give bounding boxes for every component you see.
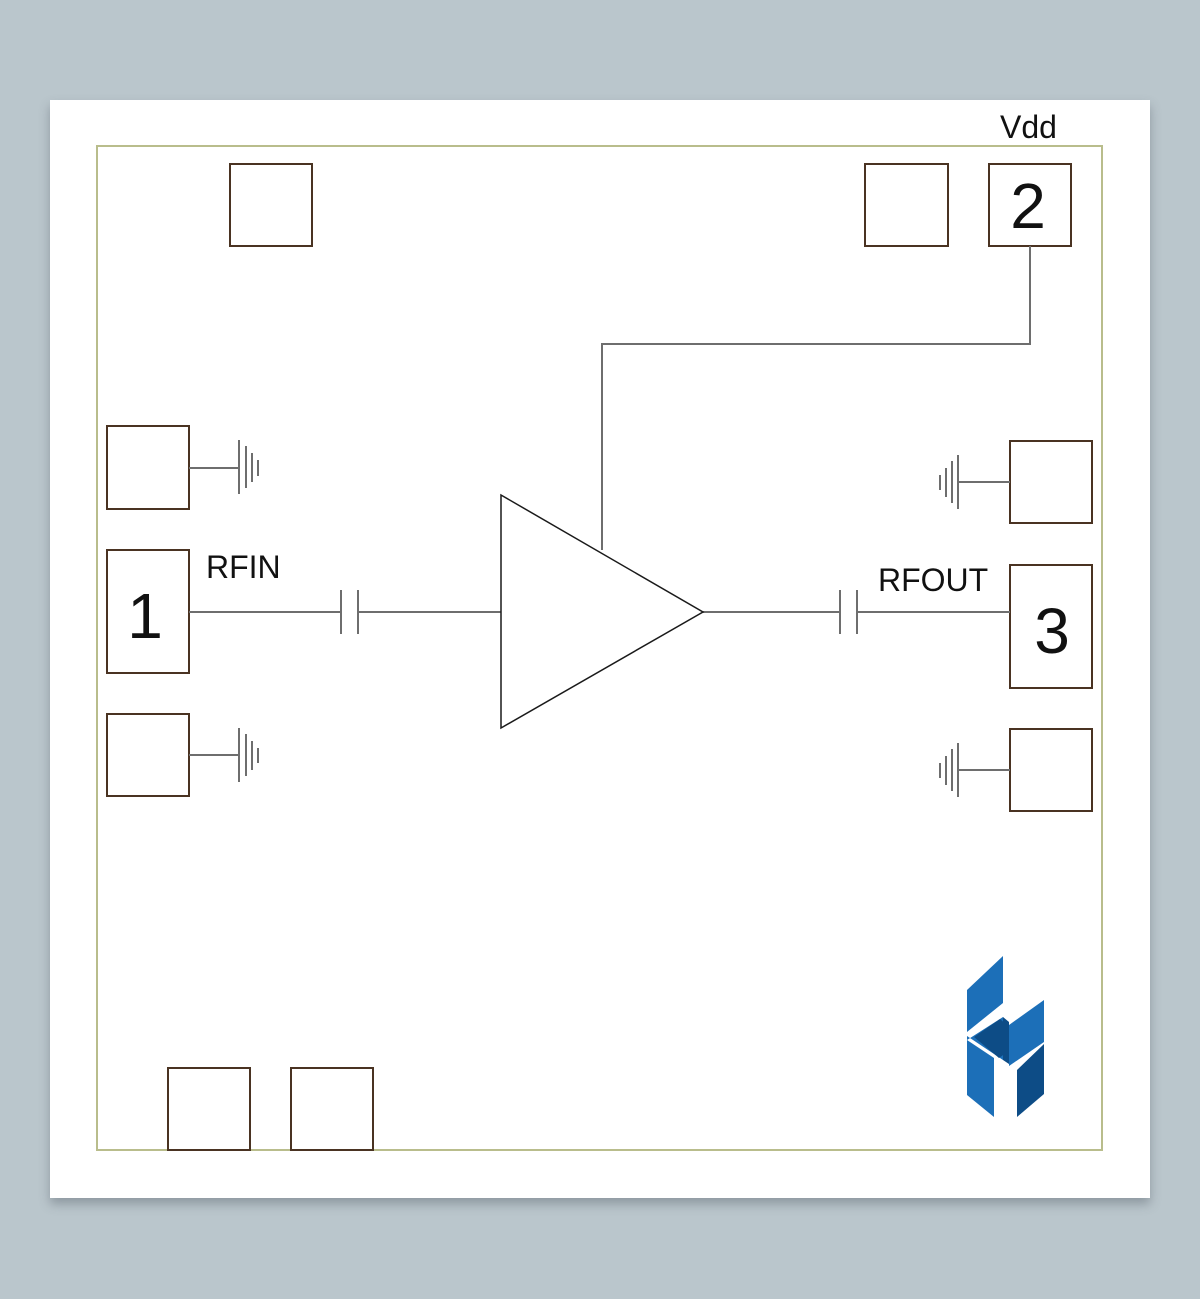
pad-left-gnd-upper	[106, 425, 190, 510]
amplifier-triangle	[500, 493, 705, 730]
company-logo-icon	[967, 956, 1044, 1117]
chip-outline	[96, 145, 1103, 1151]
pad-3-rfout	[1009, 564, 1093, 689]
pad-right-gnd-upper	[1009, 440, 1093, 524]
pin-3-label: RFOUT	[878, 562, 988, 598]
pad-top-right	[864, 163, 949, 247]
ground-icon	[238, 440, 259, 494]
capacitor-input	[340, 590, 359, 634]
capacitor-output	[839, 590, 858, 634]
pin-3-number: 3	[1034, 595, 1070, 667]
pad-top-left	[229, 163, 313, 247]
pad-right-gnd-lower	[1009, 728, 1093, 812]
ground-icon	[939, 743, 959, 797]
pin-1-number: 1	[127, 580, 163, 652]
pad-bottom-2	[290, 1067, 374, 1151]
ground-icon	[238, 728, 259, 782]
pin-1-label: RFIN	[206, 549, 281, 585]
ground-icon	[939, 455, 959, 509]
diagram-card	[50, 100, 1150, 1198]
pad-bottom-1	[167, 1067, 251, 1151]
pad-left-gnd-lower	[106, 713, 190, 797]
pin-2-number: 2	[1010, 170, 1046, 242]
pin-2-label: Vdd	[1000, 109, 1057, 145]
vdd-wire	[601, 246, 1031, 550]
